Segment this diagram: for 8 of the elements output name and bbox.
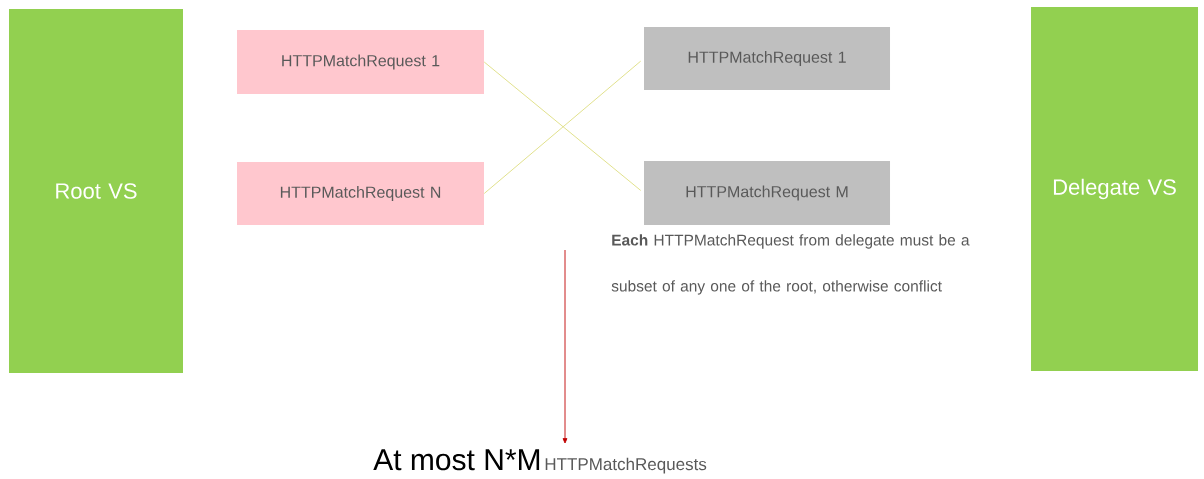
arrow (562, 249, 568, 444)
service-bar: Root VS (9, 9, 183, 373)
request-box: HTTPMatchRequest 1 (644, 27, 890, 90)
request-box: HTTPMatchRequest 1 (237, 30, 484, 94)
service-bar: Delegate VS (1031, 7, 1198, 371)
summary-text: At most N*M HTTPMatchRequests (373, 449, 707, 474)
request-box: HTTPMatchRequest N (237, 162, 484, 225)
request-box: HTTPMatchRequest M (644, 161, 890, 225)
